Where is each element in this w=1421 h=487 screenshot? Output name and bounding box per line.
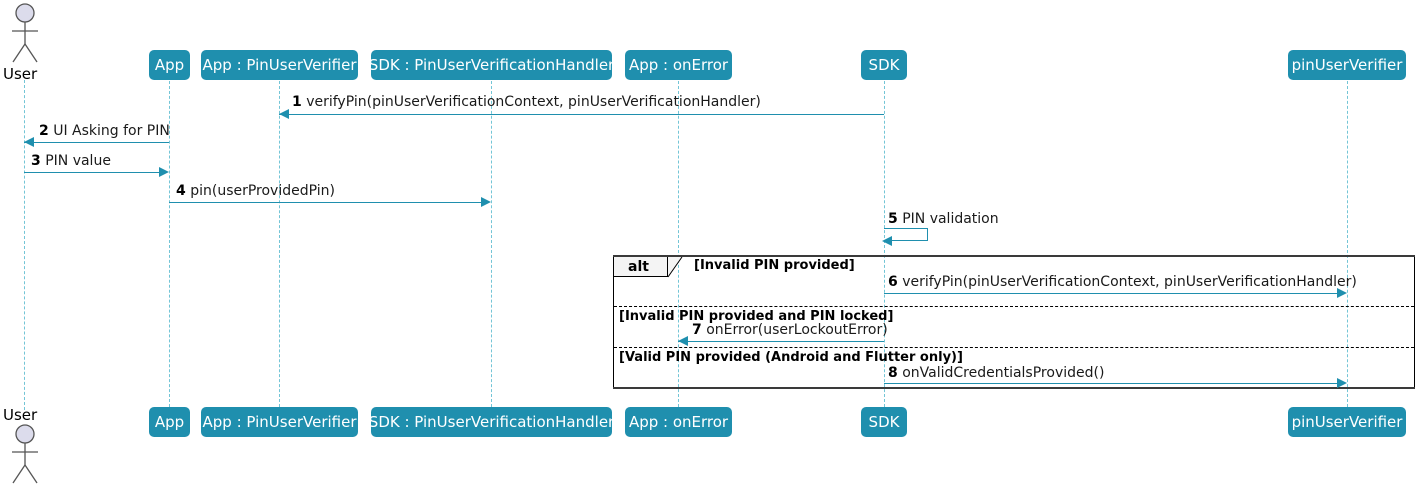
actor-label-bottom: User [3,406,38,424]
participant-app-bottom[interactable]: App [149,407,190,437]
message-6-number: 6 [888,274,898,290]
participant-pinuserverifier-bottom[interactable]: pinUserVerifier [1288,407,1406,437]
message-5-text: PIN validation [902,211,999,227]
message-2-arrowhead [24,137,34,147]
message-2-number: 2 [39,123,49,139]
message-3-text: PIN value [45,153,111,169]
participant-app-onerror-top[interactable]: App : onError [625,50,732,80]
message-4-line [169,202,481,203]
participant-sdk-pinuserverificationhandler-top[interactable]: SDK : PinUserVerificationHandler [369,50,614,80]
participant-sdk-top[interactable]: SDK [861,50,907,80]
message-8-text: onValidCredentialsProvided() [902,365,1105,381]
message-4-number: 4 [176,183,186,199]
message-2-text: UI Asking for PIN [53,123,170,139]
message-2-line [24,142,169,143]
message-1-number: 1 [292,94,302,110]
alt-fragment-bottom-band [613,387,1415,389]
message-8-arrowhead [1337,378,1347,388]
message-7-number: 7 [692,322,702,338]
participant-pinuserverifier-top[interactable]: pinUserVerifier [1288,50,1406,80]
message-6-line [884,293,1337,294]
message-8-number: 8 [888,365,898,381]
message-5-self-loop [884,228,928,241]
alt-guard-1: [Invalid PIN provided] [694,258,855,273]
alt-fragment-top-band [613,255,1415,257]
message-3-label: 3 PIN value [31,154,111,168]
message-7-label: 7 onError(userLockoutError) [692,323,888,337]
message-3-number: 3 [31,153,41,169]
alt-divider-1 [614,306,1414,307]
alt-guard-2: [Invalid PIN provided and PIN locked] [619,309,894,324]
lifeline-app [169,81,170,407]
participant-app-onerror-bottom[interactable]: App : onError [625,407,732,437]
message-1-text: verifyPin(pinUserVerificationContext, pi… [306,94,761,110]
lifeline-pinuserverifier [1347,81,1348,407]
lifeline-sdk-pinuserverificationhandler [491,81,492,407]
participant-app-pinuserverifier-top[interactable]: App : PinUserVerifier [201,50,358,80]
message-3-arrowhead [159,167,169,177]
message-4-arrowhead [481,197,491,207]
message-7-text: onError(userLockoutError) [706,322,888,338]
message-6-arrowhead [1337,288,1347,298]
participant-sdk-bottom[interactable]: SDK [861,407,907,437]
message-8-label: 8 onValidCredentialsProvided() [888,366,1104,380]
actor-figure-top [12,3,38,63]
message-3-line [24,172,159,173]
actor-label-top: User [3,65,38,83]
message-1-line [279,114,884,115]
message-7-arrowhead [678,336,688,346]
message-2-label: 2 UI Asking for PIN [39,124,170,138]
message-8-line [884,383,1337,384]
lifeline-app-onerror [678,81,679,407]
message-5-label: 5 PIN validation [888,212,999,226]
alt-guard-3: [Valid PIN provided (Android and Flutter… [619,350,963,365]
actor-figure-bottom [12,424,38,484]
message-6-label: 6 verifyPin(pinUserVerificationContext, … [888,275,1357,289]
message-4-text: pin(userProvidedPin) [190,183,335,199]
message-6-text: verifyPin(pinUserVerificationContext, pi… [902,274,1357,290]
alt-operator-tab: alt [614,257,668,277]
message-1-label: 1 verifyPin(pinUserVerificationContext, … [292,95,761,109]
message-5-number: 5 [888,211,898,227]
message-5-arrowhead [882,236,892,246]
participant-app-pinuserverifier-bottom[interactable]: App : PinUserVerifier [201,407,358,437]
lifeline-user [24,80,25,410]
lifeline-app-pinuserverifier [279,81,280,407]
message-7-line [678,341,884,342]
alt-divider-2 [614,347,1414,348]
participant-app-top[interactable]: App [149,50,190,80]
message-4-label: 4 pin(userProvidedPin) [176,184,335,198]
message-1-arrowhead [279,109,289,119]
alt-operator-tab-notch [668,257,683,278]
participant-sdk-pinuserverificationhandler-bottom[interactable]: SDK : PinUserVerificationHandler [369,407,614,437]
